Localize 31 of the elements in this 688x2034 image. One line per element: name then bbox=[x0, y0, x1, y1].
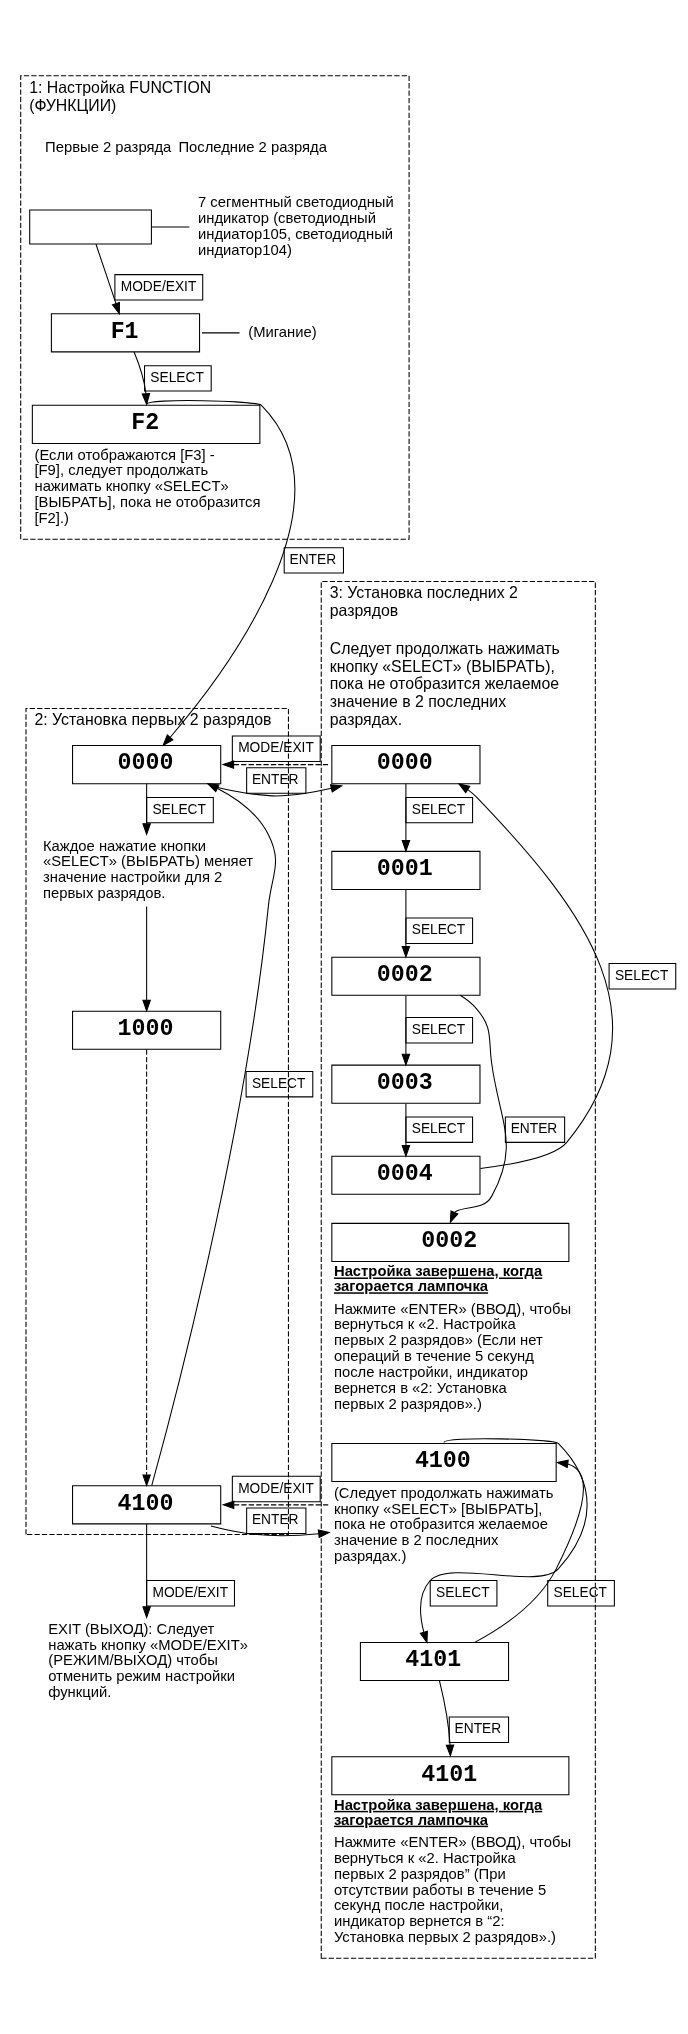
edge-label: SELECT bbox=[553, 1584, 608, 1600]
node-text: 7 сегментный светодиодный индикатор (светодиодный индиатор105, светодиодный индиатор104) bbox=[197, 194, 394, 258]
node-label: Первые 2 разряда bbox=[45, 139, 172, 156]
edge-label: ENTER bbox=[454, 1721, 502, 1737]
edge-label: SELECT bbox=[436, 1584, 490, 1600]
node-label: Настройка завершена, когда загорается лампочка bbox=[333, 1263, 543, 1295]
edge-label: ENTER bbox=[251, 772, 299, 788]
node-label: (Если отображаются [F3] - [F9], следует продолжать нажимать кнопку «SELECT» [ВЫБРАТЬ], пока не отобразится [F2].) bbox=[34, 446, 261, 527]
edge-label: ENTER bbox=[510, 1121, 558, 1137]
node-text: (Мигание) bbox=[248, 323, 317, 340]
node-label: Настройка завершена, когда загорается лампочка bbox=[333, 1796, 543, 1828]
edge-label: SELECT bbox=[152, 801, 206, 817]
node-label: Нажмите «ENTER» (ВВОД), чтобы вернуться к «2. Настройка первых 2 разрядов» (Если нет операций в течение 5 секунд после настройки, индикатор вернется в «2: Установка первых 2 разрядов».) bbox=[333, 1300, 572, 1412]
node-text: Каждое нажатие кнопки «SELECT» (ВЫБРАТЬ) меняет значение настройки для 2 первых разрядов. bbox=[42, 837, 254, 902]
edge-label: SELECT bbox=[411, 1121, 466, 1137]
edge-label: SELECT bbox=[150, 369, 204, 385]
edge-label: ENTER bbox=[251, 1512, 299, 1528]
edge-label: SELECT bbox=[251, 1075, 306, 1091]
edge-label: MODE/EXIT bbox=[238, 1480, 314, 1496]
node-text: EXIT (ВЫХОД): Следует нажать кнопку «MODE/EXIT» (РЕЖИМ/ВЫХОД) чтобы отменить режим настройки функций. bbox=[48, 1620, 248, 1701]
edge-label: SELECT bbox=[411, 1021, 466, 1037]
edge-label: MODE/EXIT bbox=[120, 278, 197, 294]
node-label: Нажмите «ENTER» (ВВОД), чтобы вернуться к «2. Настройка первых 2 разрядов” (При отсутствии работы в течение 5 секунд после настройки, индикатор вернется в “2: Установка первых 2 разрядов».) bbox=[333, 1833, 572, 1946]
edge-label: ENTER bbox=[289, 551, 337, 567]
node-label: (Следует продолжать нажимать кнопку «SELECT» [ВЫБРАТЬ], пока не отобразится желаемое значение в 2 последних разрядах.) bbox=[333, 1484, 554, 1565]
edge-label: MODE/EXIT bbox=[152, 1584, 229, 1600]
edge-label: MODE/EXIT bbox=[238, 740, 314, 756]
edge-label: SELECT bbox=[614, 967, 669, 983]
node-label: Последние 2 разряда bbox=[178, 139, 327, 156]
edge-label: SELECT bbox=[411, 801, 466, 817]
edge-label: SELECT bbox=[411, 922, 466, 938]
